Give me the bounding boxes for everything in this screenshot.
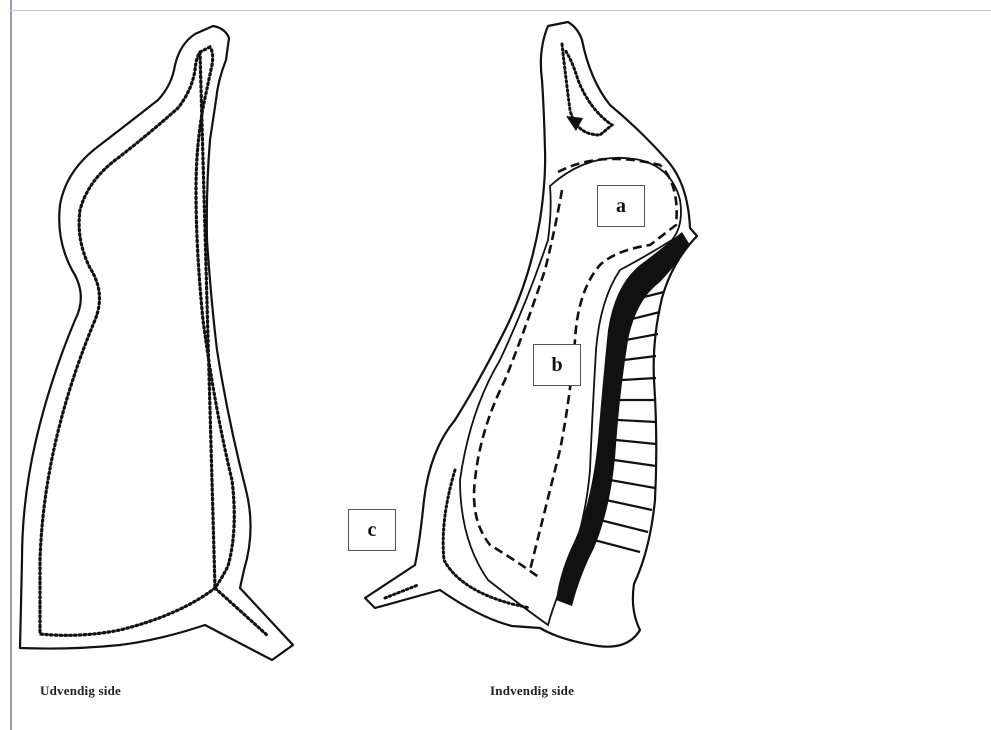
outer-side-outline xyxy=(20,26,293,660)
spine-dark-band xyxy=(556,232,690,606)
inner-side-outline xyxy=(365,22,697,647)
region-label-a: a xyxy=(597,185,645,227)
region-label-b: b xyxy=(533,344,581,386)
caption-inside: Indvendig side xyxy=(490,683,574,699)
caption-outside: Udvendig side xyxy=(40,683,121,699)
outer-side-dotted-fat-line xyxy=(40,47,268,636)
shank-dotted-line xyxy=(385,585,418,598)
outer-side-carcass xyxy=(20,26,293,660)
inner-side-carcass xyxy=(365,22,697,647)
region-label-c: c xyxy=(348,509,396,551)
